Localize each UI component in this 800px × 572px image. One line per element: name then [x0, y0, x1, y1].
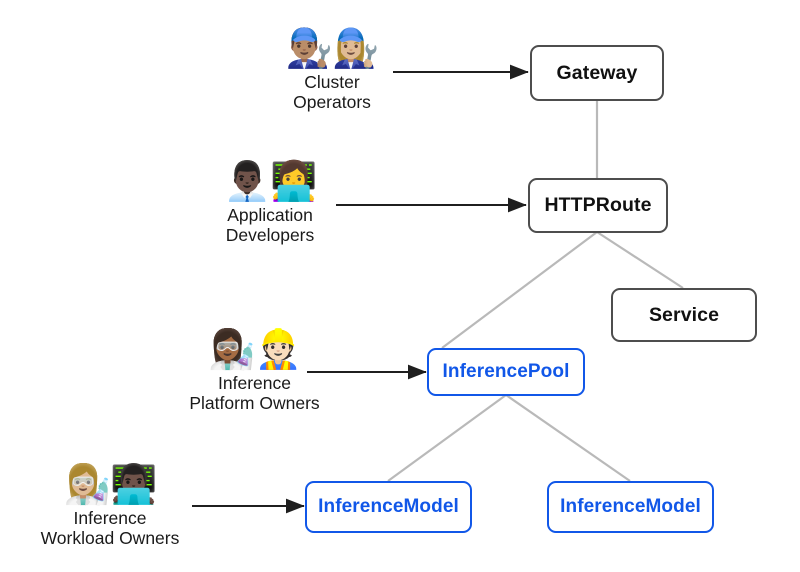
- actor-application-developers-caption-line2: Developers: [225, 225, 315, 246]
- man-construction-worker-icon: 👷🏻: [254, 329, 302, 371]
- actor-inference-platform-owners-caption: Inference Platform Owners: [189, 373, 319, 414]
- node-service-label: Service: [648, 303, 720, 326]
- node-inferencemodel-right[interactable]: InferenceModel: [547, 481, 714, 533]
- connector-inferencepool-inferencemodel-left: [387, 394, 507, 482]
- actor-cluster-operators-caption: Cluster Operators: [293, 72, 371, 113]
- actor-inference-workload-owners-emojis: 👩🏼‍🔬 👨🏿‍💻: [63, 464, 158, 506]
- node-gateway-label: Gateway: [556, 61, 638, 84]
- node-inferencepool[interactable]: InferencePool: [427, 348, 585, 396]
- actor-inference-workload-owners-caption-line2: Workload Owners: [40, 528, 180, 549]
- connector-httproute-inferencepool: [441, 231, 598, 349]
- connector-inferencepool-inferencemodel-right: [505, 394, 631, 482]
- actor-inference-platform-owners: 👩🏾‍🔬 👷🏻 Inference Platform Owners: [172, 331, 337, 414]
- actor-application-developers-emojis: 👨🏿‍💼 👩‍💻: [223, 161, 318, 203]
- node-httproute[interactable]: HTTPRoute: [528, 178, 668, 233]
- actor-inference-platform-owners-caption-line1: Inference: [218, 373, 291, 393]
- actor-inference-workload-owners-caption-line1: Inference: [73, 508, 147, 528]
- node-service[interactable]: Service: [611, 288, 757, 342]
- node-inferencemodel-left[interactable]: InferenceModel: [305, 481, 472, 533]
- man-office-worker-icon: 👨🏿‍💼: [223, 161, 271, 203]
- actor-application-developers-caption-line1: Application: [227, 205, 313, 225]
- actor-cluster-operators-emojis: 👨🏽‍🔧 👩🏼‍🔧: [285, 28, 380, 70]
- node-inferencepool-label: InferencePool: [442, 361, 570, 382]
- actor-inference-workload-owners-caption: Inference Workload Owners: [41, 508, 180, 549]
- actor-inference-platform-owners-caption-line2: Platform Owners: [189, 393, 320, 414]
- man-technologist-icon: 👨🏿‍💻: [110, 464, 157, 506]
- woman-construction-worker-icon: 👩🏾‍🔬: [208, 329, 255, 371]
- woman-technologist-icon: 👩‍💻: [270, 161, 317, 203]
- actor-inference-platform-owners-emojis: 👩🏾‍🔬 👷🏻: [208, 329, 302, 371]
- connector-httproute-service: [596, 231, 684, 289]
- actor-application-developers: 👨🏿‍💼 👩‍💻 Application Developers: [200, 163, 340, 246]
- woman-scientist-icon: 👩🏼‍🔬: [63, 464, 111, 506]
- woman-mechanic-icon: 👩🏼‍🔧: [332, 28, 379, 70]
- actor-cluster-operators: 👨🏽‍🔧 👩🏼‍🔧 Cluster Operators: [262, 30, 402, 113]
- actor-cluster-operators-caption-line2: Operators: [293, 92, 371, 113]
- actor-inference-workload-owners: 👩🏼‍🔬 👨🏿‍💻 Inference Workload Owners: [25, 466, 195, 549]
- actor-application-developers-caption: Application Developers: [226, 205, 315, 246]
- node-inferencemodel-left-label: InferenceModel: [318, 496, 459, 517]
- actor-cluster-operators-caption-line1: Cluster: [304, 72, 360, 92]
- node-inferencemodel-right-label: InferenceModel: [560, 496, 701, 517]
- node-gateway[interactable]: Gateway: [530, 45, 664, 101]
- man-mechanic-icon: 👨🏽‍🔧: [285, 28, 333, 70]
- node-httproute-label: HTTPRoute: [544, 194, 652, 216]
